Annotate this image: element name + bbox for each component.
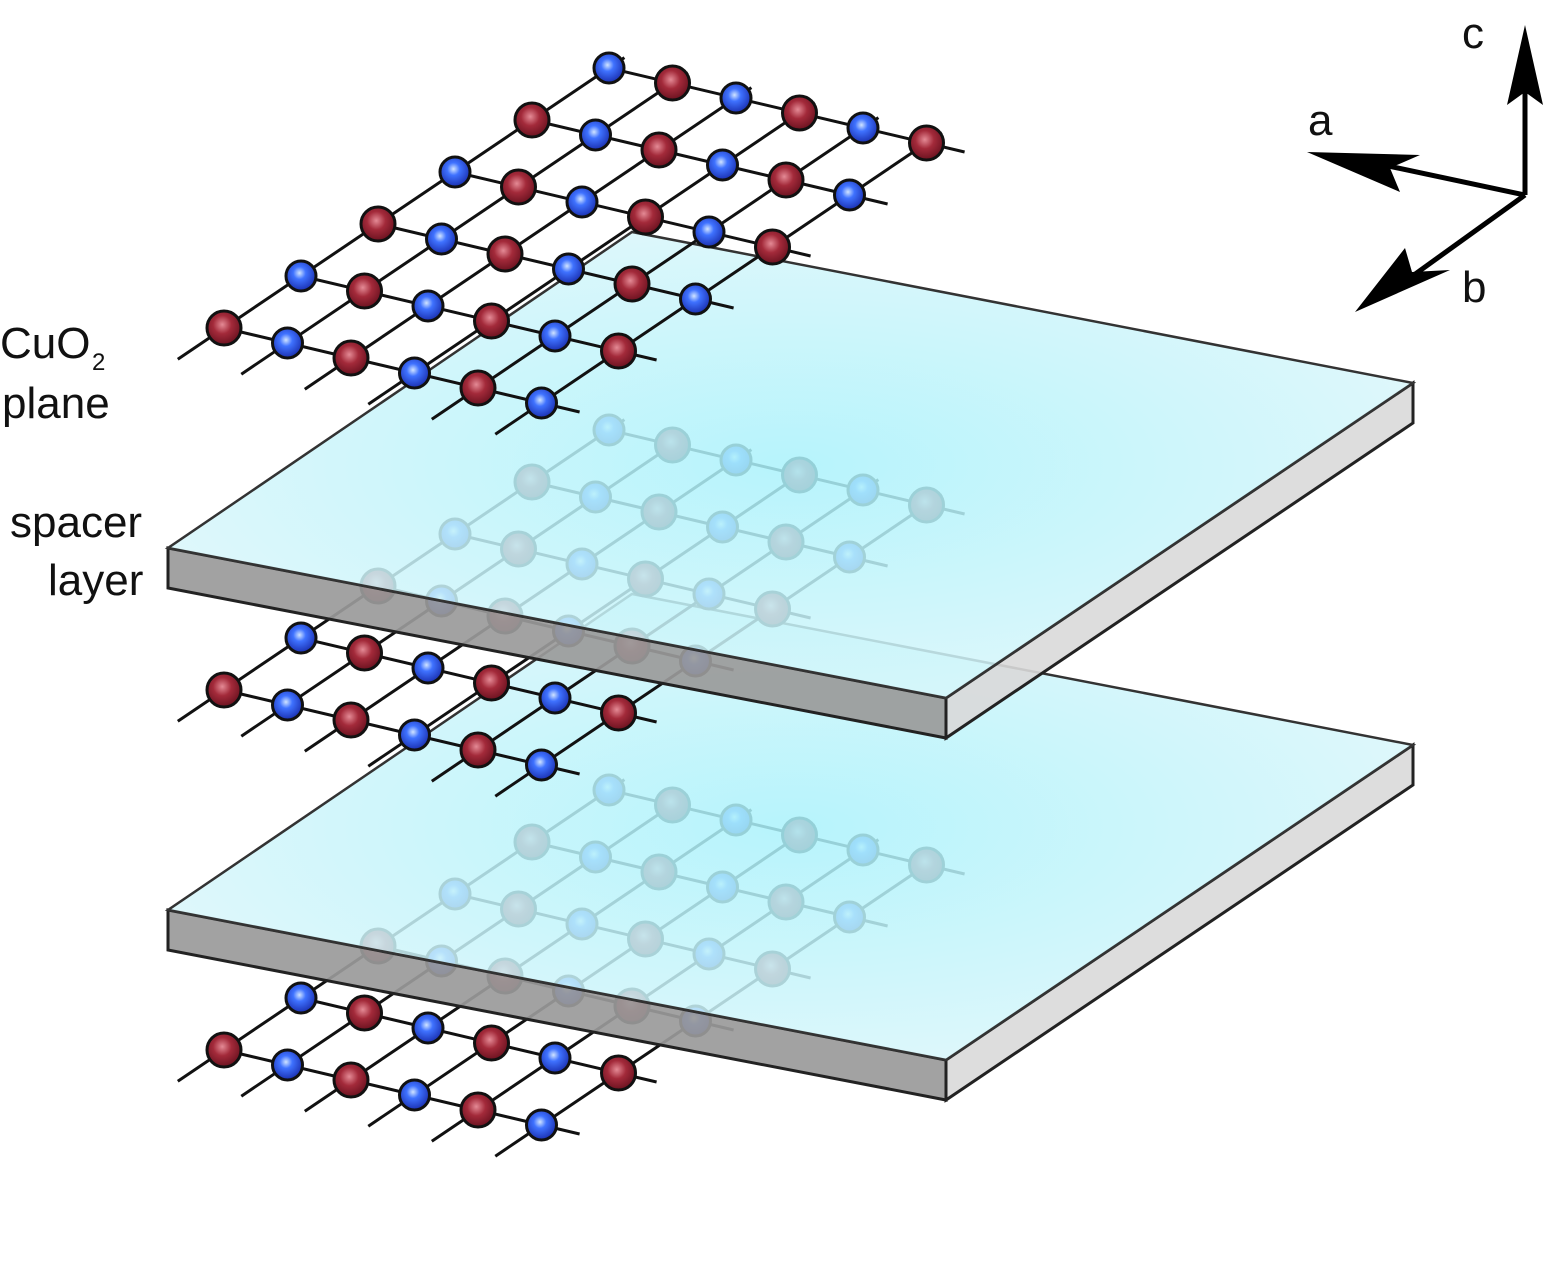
plane-word: plane [2, 379, 110, 428]
copper-atom [600, 332, 637, 370]
oxygen-atom [411, 651, 445, 685]
oxygen-atom [525, 748, 558, 782]
copper-atom [205, 309, 243, 347]
oxygen-atom [411, 1011, 445, 1045]
oxygen-atom [592, 51, 626, 85]
cuo2-subscript: 2 [92, 349, 105, 376]
oxygen-atom [438, 155, 472, 189]
copper-atom [459, 731, 497, 769]
copper-atom [346, 634, 383, 672]
layer-stack [164, 51, 1417, 1158]
oxygen-atom [284, 981, 318, 1015]
copper-atom [332, 1061, 370, 1099]
oxygen-atom [538, 1041, 572, 1075]
spacer-layer-1 [164, 230, 1417, 741]
copper-atom [205, 1031, 243, 1069]
lattice-atoms [205, 51, 945, 420]
copper-atom [613, 265, 651, 303]
oxygen-atom [552, 252, 585, 286]
oxygen-atom [579, 118, 612, 152]
c-axis-label: c [1462, 9, 1484, 58]
cuo2-plane-1 [176, 51, 965, 436]
copper-atom [205, 671, 243, 709]
oxygen-atom [271, 326, 304, 360]
copper-atom [332, 701, 370, 739]
oxygen-atom [833, 178, 866, 212]
bond-col [240, 71, 689, 376]
oxygen-atom [565, 185, 599, 219]
copper-atom [600, 694, 637, 732]
copper-atom [473, 664, 510, 702]
spacer-word: spacer [10, 498, 142, 547]
spacer-top-face [164, 230, 1417, 700]
a-axis-arrowhead [1307, 152, 1420, 192]
bond-col [494, 131, 943, 436]
oxygen-atom [284, 621, 318, 655]
copper-atom [346, 272, 383, 310]
copper-atom [486, 235, 524, 273]
oxygen-atom [398, 1078, 431, 1112]
copper-atom [754, 228, 791, 266]
oxygen-atom [719, 81, 753, 115]
copper-atom [627, 198, 664, 236]
copper-atom [600, 1054, 637, 1092]
lattice-bonds [176, 56, 965, 436]
bond-row [210, 1045, 580, 1136]
copper-atom [346, 994, 383, 1032]
oxygen-atom [846, 111, 880, 145]
copper-atom [473, 302, 510, 340]
oxygen-atom [525, 1108, 558, 1142]
oxygen-atom [525, 386, 558, 420]
c-axis-arrowhead [1507, 25, 1543, 105]
cuo2-plane-label: CuO 2 plane [0, 319, 110, 428]
copper-atom [513, 101, 551, 139]
cuo2-label-text: CuO [0, 319, 90, 368]
oxygen-atom [538, 319, 572, 353]
oxygen-atom [538, 681, 572, 715]
copper-atom [332, 339, 370, 377]
copper-atom [459, 369, 497, 407]
oxygen-atom [271, 1048, 304, 1082]
oxygen-atom [692, 215, 726, 249]
copper-atom [359, 205, 397, 243]
b-axis-label: b [1462, 263, 1486, 312]
axis-triad: c a b [1307, 9, 1543, 312]
copper-atom [640, 131, 678, 169]
spacer-top-face [164, 592, 1417, 1062]
oxygen-atom [398, 356, 431, 390]
copper-atom [767, 161, 805, 199]
oxygen-atom [271, 688, 304, 722]
oxygen-atom [284, 259, 318, 293]
b-axis-arrowhead [1355, 248, 1450, 312]
layer-word: layer [48, 556, 143, 605]
b-axis-line [1398, 192, 1527, 288]
copper-atom [459, 1091, 497, 1129]
copper-atom [781, 94, 818, 132]
spacer-layer-2 [164, 592, 1417, 1103]
oxygen-atom [425, 222, 458, 256]
bond-col [303, 86, 753, 391]
oxygen-atom [398, 718, 431, 752]
copper-atom [908, 124, 945, 162]
oxygen-atom [411, 289, 445, 323]
bond-col [176, 56, 626, 361]
copper-atom [500, 168, 537, 206]
a-axis-label: a [1308, 96, 1333, 145]
spacer-layer-label: spacer layer [10, 498, 143, 605]
oxygen-atom [679, 282, 712, 316]
copper-atom [473, 1024, 510, 1062]
copper-atom [654, 64, 691, 102]
bond-col [430, 116, 880, 421]
oxygen-atom [706, 148, 739, 182]
bond-col [367, 101, 816, 406]
